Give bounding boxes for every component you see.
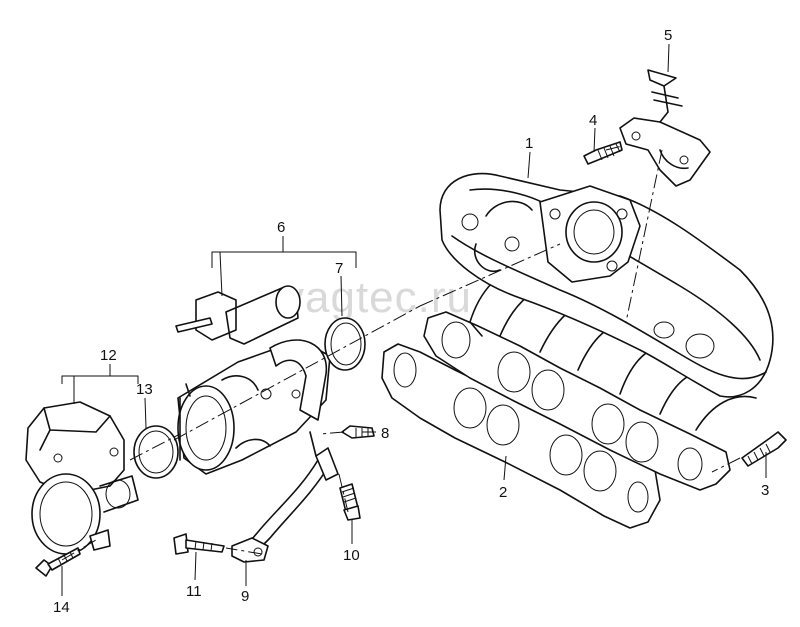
callout-10: 10 [343, 547, 360, 564]
callout-2: 2 [499, 484, 507, 501]
bolt-10 [339, 483, 361, 521]
bolt-11 [173, 533, 225, 555]
callout-11: 11 [186, 583, 202, 600]
callout-4: 4 [589, 112, 597, 129]
callout-14: 14 [53, 599, 70, 616]
callout-12: 12 [100, 347, 117, 364]
intake-manifold-gasket [381, 343, 661, 529]
throttle-housing [175, 285, 331, 475]
callout-7: 7 [335, 260, 343, 277]
callout-3: 3 [761, 482, 769, 499]
bracket [619, 69, 711, 187]
callout-6: 6 [277, 219, 285, 236]
callout-1: 1 [525, 135, 533, 152]
vacuum-pipe [231, 431, 339, 563]
o-ring-13 [133, 425, 179, 479]
o-ring-7 [324, 317, 366, 371]
callout-9: 9 [241, 588, 249, 605]
callout-labels: 1 2 3 4 5 6 7 8 9 10 11 12 13 14 [53, 27, 769, 616]
callout-8: 8 [381, 425, 389, 442]
callout-13: 13 [136, 381, 153, 398]
bolt-3 [741, 431, 787, 467]
throttle-body [25, 401, 139, 555]
bolt-4 [583, 141, 623, 165]
leader-lines [61, 43, 767, 596]
intake-manifold [423, 172, 774, 491]
callout-5: 5 [664, 27, 672, 44]
